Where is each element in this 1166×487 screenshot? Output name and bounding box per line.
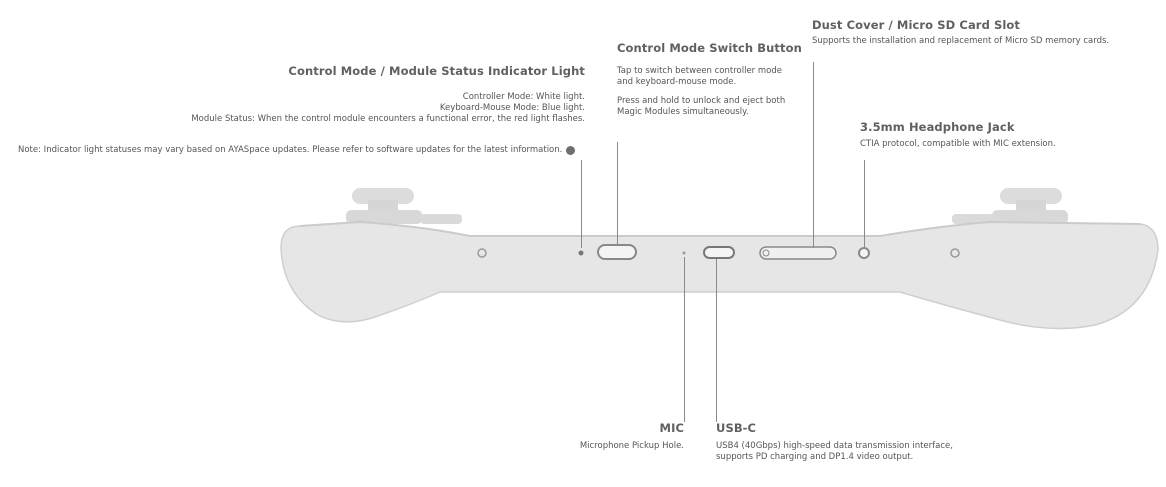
indicator-callout: Control Mode / Module Status Indicator L…: [25, 64, 585, 125]
left-joystick: [346, 188, 462, 224]
dust-text: Supports the installation and replacemen…: [812, 36, 1110, 46]
mic-hole: [682, 251, 686, 255]
leader-line-usbc: [716, 259, 717, 422]
dust-callout: Dust Cover / Micro SD Card Slot Supports…: [812, 18, 1152, 47]
switch-para-2: Press and hold to unlock and eject both …: [617, 96, 786, 117]
device-body: [280, 221, 1159, 330]
indicator-light: [578, 250, 584, 256]
leader-line-dust: [813, 62, 814, 248]
jack-text: CTIA protocol, compatible with MIC exten…: [860, 139, 1056, 149]
indicator-note: Note: Indicator light statuses may vary …: [18, 145, 576, 155]
indicator-line-2: Keyboard-Mouse Mode: Blue light.: [439, 103, 585, 113]
leader-line-indicator: [581, 160, 582, 248]
indicator-dot-icon: [566, 145, 576, 155]
usb-c-port: [703, 246, 735, 259]
mic-text: Microphone Pickup Hole.: [579, 441, 684, 451]
mic-title: MIC: [659, 421, 684, 435]
headphone-jack: [858, 247, 870, 259]
usbc-text: USB4 (40Gbps) high-speed data transmissi…: [716, 441, 953, 462]
usbc-callout: USB-C USB4 (40Gbps) high-speed data tran…: [716, 421, 986, 463]
indicator-line-3: Module Status: When the control module e…: [191, 114, 585, 124]
indicator-note-text: Note: Indicator light statuses may vary …: [18, 145, 563, 155]
mic-callout: MIC Microphone Pickup Hole.: [484, 421, 684, 452]
right-joystick: [952, 188, 1068, 224]
indicator-title: Control Mode / Module Status Indicator L…: [288, 64, 585, 78]
sd-card-slot: [759, 246, 837, 260]
mode-switch-button: [597, 244, 637, 260]
switch-para-1: Tap to switch between controller mode an…: [617, 66, 782, 87]
switch-title: Control Mode Switch Button: [617, 41, 802, 55]
jack-callout: 3.5mm Headphone Jack CTIA protocol, comp…: [860, 120, 1140, 150]
leader-line-mic: [684, 257, 685, 422]
leader-line-jack: [864, 160, 865, 248]
switch-callout: Control Mode Switch Button Tap to switch…: [617, 41, 802, 118]
dust-title: Dust Cover / Micro SD Card Slot: [812, 18, 1021, 32]
jack-title: 3.5mm Headphone Jack: [860, 120, 1015, 134]
usbc-title: USB-C: [716, 421, 757, 435]
right-screw: [950, 248, 960, 258]
left-screw: [477, 248, 487, 258]
leader-line-switch: [617, 142, 618, 246]
indicator-line-1: Controller Mode: White light.: [462, 92, 585, 102]
